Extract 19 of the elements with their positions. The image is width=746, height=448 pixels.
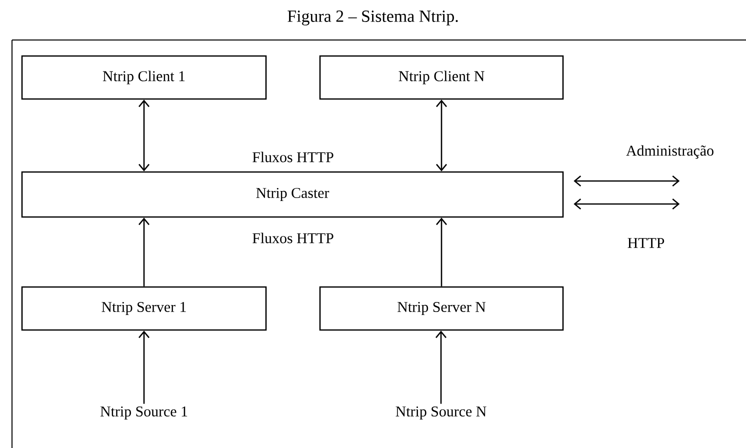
arrow	[436, 330, 446, 404]
arrow	[436, 218, 447, 286]
figure-title: Figura 2 – Sistema Ntrip.	[288, 10, 458, 26]
process-box: Ntrip Client 1	[21, 55, 267, 100]
process-box: Ntrip Server 1	[21, 286, 267, 331]
process-box: Ntrip Client N	[319, 55, 564, 100]
arrow	[138, 330, 150, 404]
arrow	[574, 198, 680, 210]
arrow	[138, 218, 150, 286]
arrow	[436, 100, 447, 172]
arrow	[574, 176, 680, 186]
arrow	[138, 100, 150, 172]
protocol-label: Fluxos HTTP	[252, 232, 334, 244]
process-box: Ntrip Server N	[319, 286, 564, 331]
protocol-label: HTTP	[628, 238, 664, 248]
process-box: Ntrip Caster	[21, 171, 564, 218]
source-label: Ntrip Source 1	[100, 406, 188, 420]
protocol-label: Administração	[626, 145, 714, 159]
source-label: Ntrip Source N	[396, 406, 486, 420]
